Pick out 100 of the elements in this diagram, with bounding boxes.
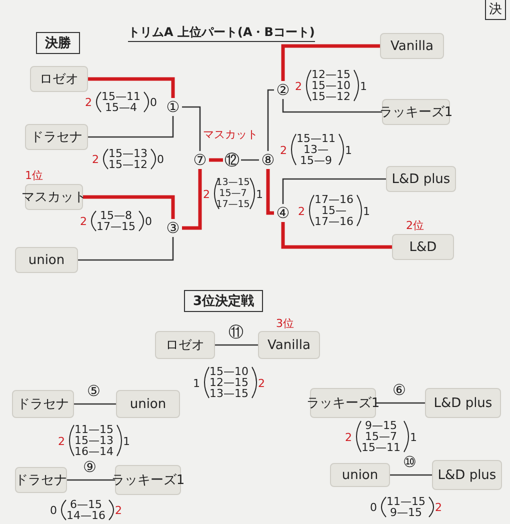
set-count: 2	[58, 434, 65, 448]
score-row-text: 15—8	[99, 210, 133, 221]
score-row-text: 17—16	[314, 194, 354, 205]
bracket-line	[78, 237, 174, 261]
bracket-line	[281, 222, 392, 249]
heading-box: 決勝	[36, 32, 80, 54]
score-row-text: 15—11	[296, 133, 336, 144]
score-row-text: 15—10	[208, 366, 250, 377]
match-number: ④	[275, 204, 291, 222]
match-number: ⑨	[83, 460, 96, 475]
team-box: union	[330, 463, 390, 487]
score-row-text: 9—15	[364, 420, 398, 431]
score-row-text: 15—4	[104, 102, 138, 113]
set-count: 2	[258, 376, 265, 390]
set-count: 2	[298, 204, 305, 218]
handwritten-note: 2位	[406, 218, 424, 233]
match-number: ⑫	[224, 151, 240, 169]
set-count: 2	[345, 430, 352, 444]
score-row-text: 12—15	[208, 377, 250, 388]
match-line	[74, 403, 116, 405]
set-count: 0	[370, 501, 377, 514]
team-box: L&D plus	[425, 388, 501, 418]
bracket-line	[267, 89, 274, 151]
team-box: union	[15, 247, 78, 273]
score-row-text: 15—10	[310, 80, 352, 91]
match-line	[376, 402, 425, 404]
score-row-text: 11—15	[386, 496, 426, 507]
handwritten-note: 1位	[25, 168, 43, 183]
match-number: ⑤	[87, 384, 100, 399]
match-number: ③	[165, 219, 181, 237]
handwritten-note: 3位	[276, 316, 294, 331]
team-box: ラッキーズ1	[310, 388, 376, 418]
set-count: 1	[123, 434, 130, 448]
score-row-text: 14—16	[66, 510, 106, 521]
score-row: 13—15	[216, 177, 250, 188]
set-count: 2	[85, 96, 92, 109]
set-count: 0	[50, 504, 57, 517]
score-row-text: 15—11	[360, 442, 402, 453]
score-row: 17—15	[216, 199, 250, 210]
score-row-text: 12—15	[310, 69, 352, 80]
team-box: L&D plus	[432, 460, 502, 490]
bracket-line	[182, 106, 201, 151]
team-box: ドラセナ	[25, 124, 88, 150]
set-count: 2	[203, 188, 210, 200]
set-count: 2	[92, 153, 99, 166]
score-row-text: 13—	[304, 144, 328, 155]
set-count: 1	[410, 430, 417, 444]
set-count: 2	[295, 80, 302, 92]
set-count: 2	[115, 504, 122, 517]
team-box: ドラセナ	[12, 390, 74, 418]
team-box: L&D	[392, 234, 454, 260]
score-row-text: 15—11	[100, 91, 142, 102]
set-count: 2	[435, 501, 442, 514]
match-number: ⑦	[192, 151, 208, 169]
bracket-line	[266, 169, 274, 215]
team-box: ロゼオ	[155, 331, 215, 359]
title: トリムA 上位パート(A・Bコート)	[128, 24, 315, 42]
set-count: 1	[193, 376, 200, 390]
score-row-text: 17—16	[314, 216, 354, 227]
heading-box: 3位決定戦	[184, 290, 264, 312]
set-count: 1	[345, 144, 352, 156]
score-row-text: 15—	[322, 205, 346, 216]
match-number: ⑪	[228, 325, 244, 340]
score-row-text: 15—7	[364, 431, 398, 442]
score-row-text: 15—12	[310, 91, 352, 102]
match-number: ⑧	[260, 151, 276, 169]
team-box: ドラセナ	[15, 467, 67, 493]
handwritten-note: マスカット	[203, 127, 258, 142]
team-box: L&D plus	[386, 166, 456, 192]
match-line	[67, 479, 115, 481]
team-box: Vanilla	[258, 331, 320, 359]
bracket-line	[209, 158, 223, 162]
bracket-line	[282, 178, 386, 204]
score-row-text: 15—13	[108, 148, 148, 159]
page-edge-heading: 決	[485, 0, 506, 20]
match-number: ⑩	[403, 455, 416, 470]
set-count: 0	[150, 96, 157, 109]
match-line	[390, 474, 432, 476]
set-count: 1	[360, 80, 367, 92]
match-number: ①	[165, 98, 181, 116]
score-row-text: 15—9	[299, 155, 333, 166]
set-count: 2	[80, 215, 87, 228]
bracket-line	[282, 99, 382, 113]
score-row-text: 9—15	[389, 507, 423, 518]
set-count: 2	[280, 144, 287, 156]
team-box: ロゼオ	[30, 66, 88, 92]
team-box: Vanilla	[380, 33, 444, 59]
bracket-line	[281, 44, 380, 81]
set-count: 1	[363, 204, 370, 218]
team-box: ラッキーズ1	[382, 99, 450, 125]
bracket-line	[241, 159, 259, 161]
score-row-text: 13—15	[208, 388, 250, 399]
match-number: ②	[275, 81, 291, 99]
score-row-text: 11—15	[74, 424, 114, 435]
score-row-text: 16—14	[74, 446, 114, 457]
score-row-text: 17—15	[96, 221, 136, 232]
set-count: 0	[157, 153, 164, 166]
match-number: ⑥	[392, 383, 406, 398]
score-row-text: 15—7	[218, 188, 248, 199]
set-count: 0	[145, 215, 152, 228]
